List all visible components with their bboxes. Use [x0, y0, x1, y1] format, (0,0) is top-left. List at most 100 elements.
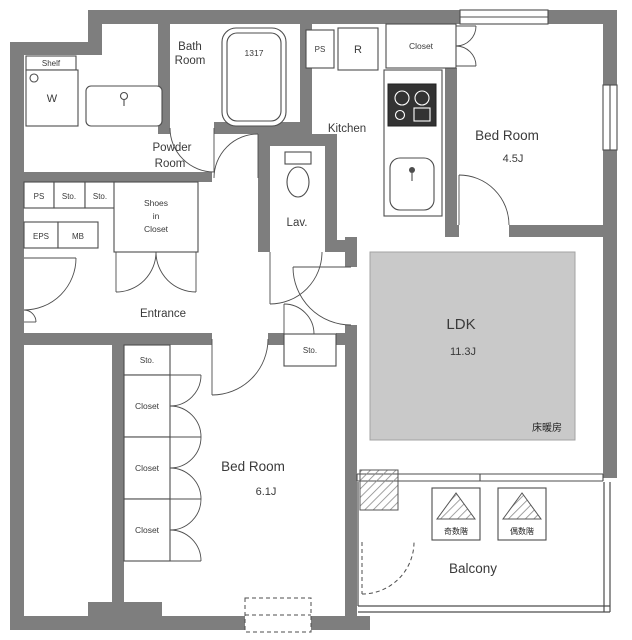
door-closet-top: [455, 25, 477, 67]
door-arc: [169, 127, 215, 173]
service-boxes: [23, 23, 457, 562]
door-ldk: [292, 266, 352, 326]
wall-bedroom1-bottom-b: [509, 225, 617, 237]
stove-burner-small-icon: [394, 109, 406, 121]
bathroom-label-line2: Room: [175, 55, 206, 67]
wall-topleft-horizontal: [10, 42, 102, 55]
pillar-hatched: [359, 469, 399, 511]
washer-pan: [25, 69, 79, 127]
door-arc: [169, 529, 202, 562]
door-balcony-partition-dashed: [361, 541, 415, 595]
hall-storage-box: [283, 333, 337, 367]
shelf-label: Shelf: [42, 59, 61, 68]
windows: [244, 9, 618, 633]
kitchen-fixtures: [383, 69, 443, 217]
refrigerator-space-box: [337, 27, 379, 71]
window-bedroom1-right: [602, 84, 618, 151]
kitchen-sink: [389, 157, 435, 211]
wall-bedroom1-left: [445, 68, 457, 225]
bedroom2-storage-label: Sto.: [140, 356, 154, 365]
door-bedroom2: [211, 338, 269, 396]
door-shoes-in-closet: [115, 251, 197, 293]
sic-label-line2: in: [153, 211, 160, 221]
eps-label: EPS: [33, 232, 49, 241]
door-arc: [455, 45, 477, 67]
bedroom2-size-label: 6.1J: [256, 486, 277, 498]
wall-powder-bottom: [22, 172, 212, 182]
mb-label: MB: [72, 232, 84, 241]
ps-top-label: PS: [315, 45, 326, 54]
bedroom2-storage-box: [123, 344, 171, 376]
walls: [10, 10, 617, 630]
wall-entrance-bedroom2-b: [268, 333, 284, 345]
closet2-label: Closet: [135, 463, 160, 473]
bedroom2-closet-1: [123, 374, 171, 438]
closet1-label: Closet: [135, 401, 160, 411]
door-arc: [211, 338, 269, 396]
wall-lav-top: [258, 134, 337, 146]
door-arc: [283, 303, 315, 335]
stove: [387, 83, 437, 127]
wall-hall-ldk-b: [345, 325, 357, 345]
hall-storage-label: Sto.: [303, 346, 317, 355]
powder-room-label-line1: Powder: [153, 142, 192, 154]
washer-label: W: [47, 93, 58, 105]
ps-left-label: PS: [34, 192, 45, 201]
ldk-label: LDK: [446, 316, 475, 333]
refrigerator-label: R: [354, 44, 362, 56]
lav-fixtures: [284, 151, 312, 198]
escape-hatch-odd-floors: [431, 487, 481, 541]
door-powder-room: [213, 133, 259, 179]
ldk-size-label: 11.3J: [450, 346, 476, 358]
powder-room-fixtures: [25, 55, 163, 127]
hatch-even-label: 偶数階: [510, 526, 534, 536]
window-bedroom1-top: [459, 9, 549, 25]
door-arc: [23, 257, 77, 311]
door-bedroom2-closet-1: [169, 374, 202, 438]
door-arc: [269, 251, 323, 305]
door-bedroom2-closet-3: [169, 498, 202, 562]
escape-hatch-triangle-icon: [436, 492, 476, 520]
labels: Bath Room 1317 PS R Closet Bed Room 4.5J…: [33, 41, 562, 576]
door-lav: [269, 251, 323, 305]
door-arc: [155, 251, 197, 293]
escape-hatch-even-floors: [497, 487, 547, 541]
wall-bedroom2-left: [112, 333, 124, 616]
wall-lav-right: [325, 134, 337, 252]
wall-entrance-bedroom2-c: [336, 333, 345, 345]
door-arc: [458, 174, 510, 226]
door-arc: [169, 498, 202, 531]
wall-hall-ldk-a: [345, 237, 357, 267]
door-bedroom1: [458, 174, 510, 226]
closet3-label: Closet: [135, 525, 160, 535]
wall-lav-left: [258, 134, 270, 252]
sink-faucet-icon: [409, 167, 415, 173]
kitchen-label: Kitchen: [328, 123, 366, 135]
storage1-label: Sto.: [62, 192, 76, 201]
wall-bottom-step: [88, 602, 162, 616]
hatch-odd-label: 奇数階: [444, 526, 468, 536]
balcony-area: [357, 469, 611, 613]
bathtub-size-label: 1317: [245, 48, 264, 58]
eps-box: [23, 221, 59, 249]
storage2-label: Sto.: [93, 192, 107, 201]
toilet-tank: [284, 151, 312, 165]
wall-bottom: [10, 616, 370, 630]
door-arc: [169, 436, 202, 469]
floor-heating-area: [369, 251, 576, 441]
window-bedroom2-bottom-dashed: [244, 597, 312, 633]
wall-left: [10, 42, 24, 630]
toilet-bowl: [286, 166, 310, 198]
sic-label-line3: Closet: [144, 224, 169, 234]
wall-right-upper: [603, 24, 617, 85]
stove-grill-icon: [413, 107, 431, 122]
door-arc: [292, 266, 352, 326]
bedroom1-label: Bed Room: [475, 128, 539, 143]
floor-heating-label: 床暖房: [532, 421, 562, 434]
stove-burner-icon: [394, 90, 410, 106]
bathtub-inner: [226, 32, 282, 122]
door-arc: [361, 541, 415, 595]
entrance-label: Entrance: [140, 308, 186, 320]
